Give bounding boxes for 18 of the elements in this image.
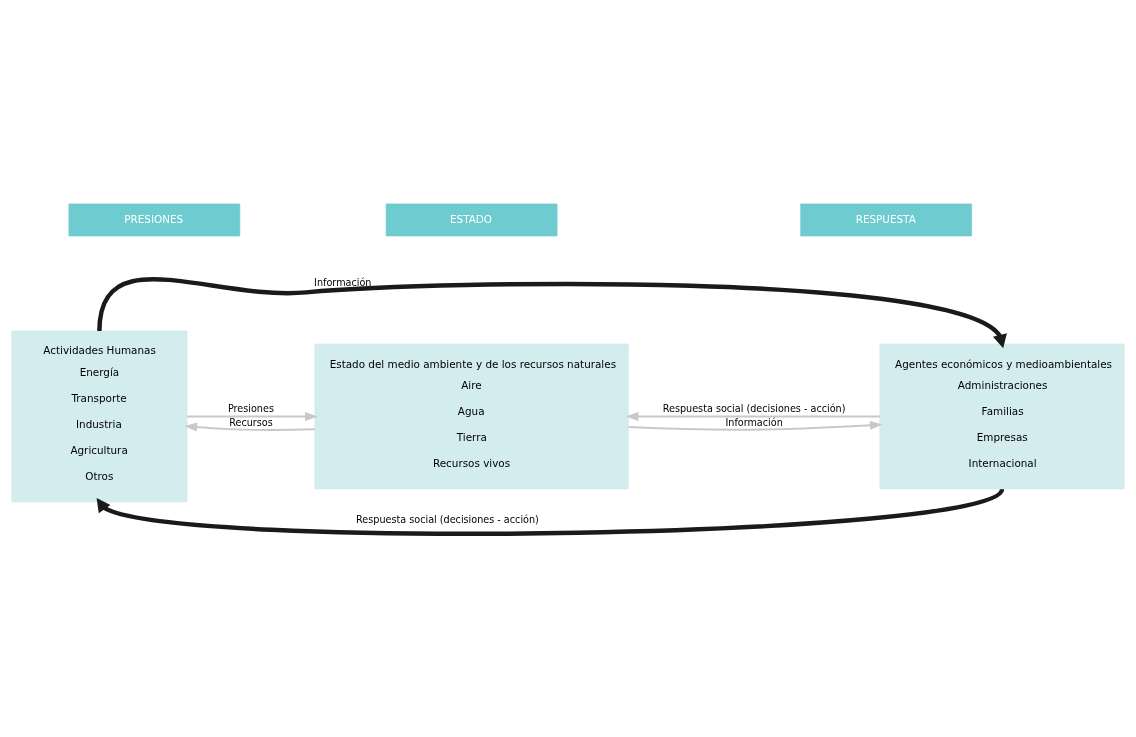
arrow — [96, 486, 1004, 536]
node-box: Estado del medio ambiente y de los recursos naturales Aire Agua Tierra Recursos vivos — [314, 343, 629, 489]
arrow — [625, 411, 881, 421]
arrow — [186, 411, 318, 421]
edge-label: Recursos — [229, 416, 273, 428]
node-box: ESTADO — [385, 203, 558, 236]
arrow — [97, 276, 1007, 348]
node-box: PRESIONES — [68, 203, 241, 236]
node-box: Agentes económicos y medioambientales Administraciones Familias Empresas Internacional — [879, 343, 1125, 489]
edge-label: Información — [314, 276, 372, 288]
edge-label: Información — [725, 416, 783, 428]
node-box: Actividades Humanas Energía Transporte Industria Agricultura Otros — [11, 330, 188, 502]
node-box: RESPUESTA — [800, 203, 972, 236]
edge-label: Respuesta social (decisiones - acción) — [662, 402, 846, 414]
edge-label: Presiones — [227, 402, 274, 414]
arrow — [627, 420, 883, 431]
edge-label: Respuesta social (decisiones - acción) — [356, 513, 539, 525]
arrow — [184, 422, 316, 431]
